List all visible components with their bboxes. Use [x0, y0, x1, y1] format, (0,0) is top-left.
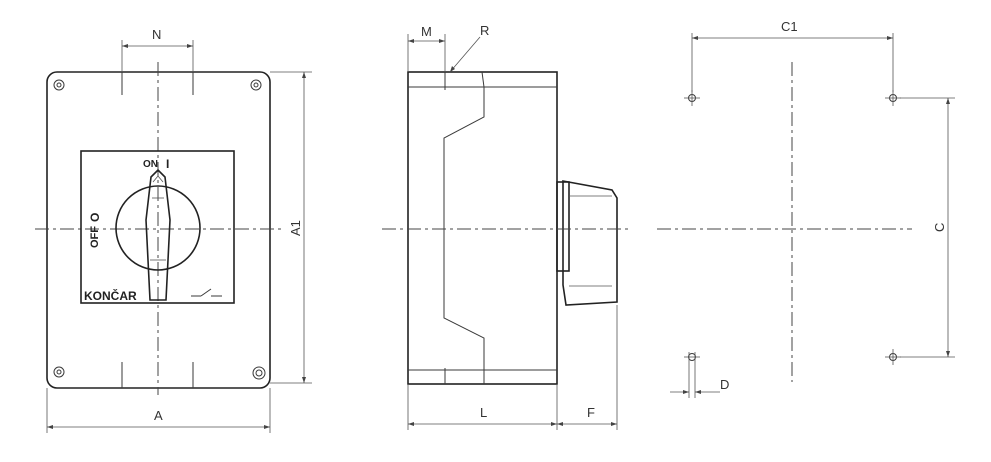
handle-side-profile [562, 180, 618, 306]
plate-brand: KONČAR [84, 288, 137, 303]
mounting-hole [885, 90, 901, 106]
mounting-view: C1 C D [657, 19, 955, 398]
dim-label-l: L [480, 405, 487, 420]
mounting-hole [684, 353, 700, 361]
side-view: M R L F [382, 23, 630, 430]
dim-label-c1: C1 [781, 19, 798, 34]
dim-label-d: D [720, 377, 729, 392]
corner-screw [53, 366, 65, 378]
dim-label-c: C [932, 223, 947, 232]
plate-on-mark: I [166, 157, 169, 171]
front-view: N ON I OFF O KONČAR A [35, 27, 312, 433]
dim-label-r: R [480, 23, 489, 38]
corner-screw [250, 79, 262, 91]
dim-label-n: N [152, 27, 161, 42]
dim-label-m: M [421, 24, 432, 39]
dim-label-f: F [587, 405, 595, 420]
switch-knob-ring [115, 185, 201, 271]
mounting-hole [684, 90, 700, 106]
plate-off-label: OFF [89, 226, 101, 248]
plate-off-mark: O [88, 213, 102, 222]
switch-plate [80, 150, 235, 304]
plate-on-label: ON [143, 159, 158, 170]
rotary-handle [145, 168, 171, 301]
corner-screw [53, 79, 65, 91]
corner-screw [252, 366, 266, 380]
switch-symbol-icon [191, 288, 222, 297]
mounting-hole [885, 349, 901, 365]
lid-profile [443, 71, 485, 384]
dim-label-a1: A1 [288, 220, 303, 236]
dim-label-a: A [154, 408, 163, 423]
